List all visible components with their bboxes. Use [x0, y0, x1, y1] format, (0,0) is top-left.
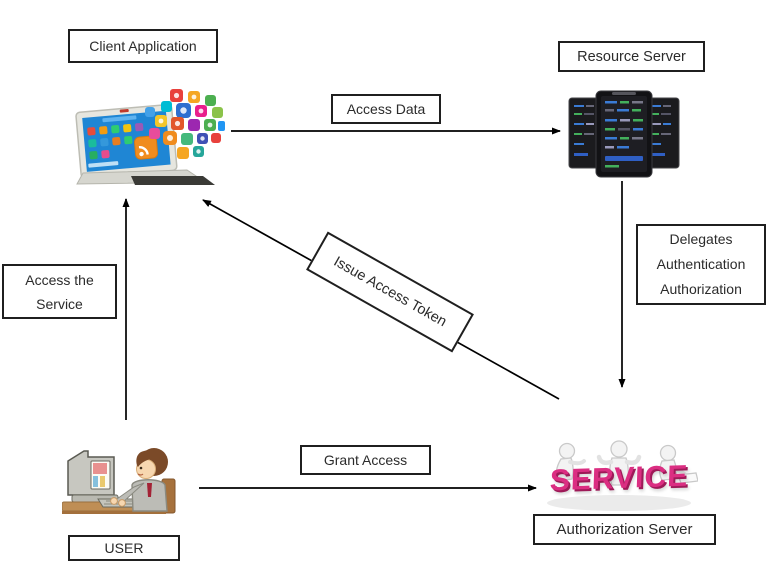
figure-left	[555, 442, 586, 482]
figure-right	[659, 444, 699, 484]
delegates-line-3: Authorization	[660, 281, 742, 297]
authorization-server-label: Authorization Server	[533, 514, 716, 545]
laptop-icon	[75, 103, 178, 179]
access-service-line-2: Service	[36, 295, 83, 312]
laptop-keyboard	[131, 176, 215, 185]
server-racks-icon	[568, 90, 680, 178]
service-word: SERVICE	[549, 459, 689, 498]
rss-app-icon	[134, 135, 159, 160]
client-application-label: Client Application	[68, 29, 218, 63]
person-at-computer-icon	[61, 448, 176, 514]
client-application-illustration	[75, 88, 225, 185]
delegates-authentication-authorization-label: Delegates Authentication Authorization	[636, 224, 766, 305]
resource-server-illustration	[568, 90, 680, 178]
screen-app-grid	[87, 122, 144, 168]
main-tower-lights	[605, 101, 643, 168]
access-service-line-1: Access the	[25, 271, 94, 288]
app-icon-cloud	[145, 89, 225, 159]
desk-edge	[62, 511, 166, 514]
person-icon	[110, 448, 168, 512]
figure-middle	[596, 440, 642, 486]
access-data-label: Access Data	[331, 94, 441, 124]
delegates-line-2: Authentication	[656, 256, 746, 272]
access-the-service-label: Access the Service	[2, 264, 117, 319]
authorization-server-illustration: SERVICE	[540, 437, 699, 515]
delegates-line-1: Delegates	[669, 231, 733, 247]
laptop-apps-icon	[75, 89, 225, 185]
resource-server-label: Resource Server	[558, 41, 705, 72]
user-illustration	[61, 443, 197, 535]
grant-access-label: Grant Access	[300, 445, 431, 475]
issue-access-token-label: Issue Access Token	[306, 231, 474, 353]
user-label: USER	[68, 535, 180, 561]
side-tower-lights	[574, 105, 671, 156]
crt-monitor-icon	[67, 450, 119, 503]
service-figures-icon	[547, 440, 699, 511]
